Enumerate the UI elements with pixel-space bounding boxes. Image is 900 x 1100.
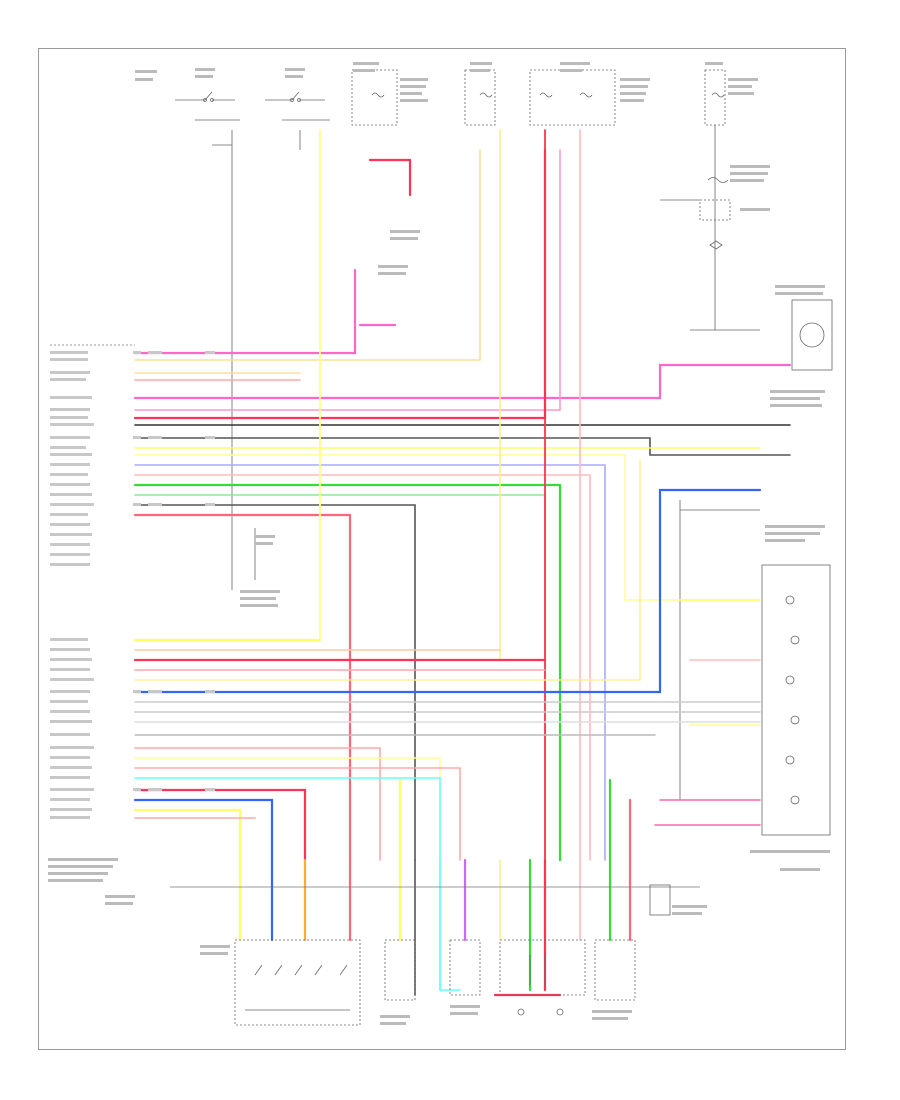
pin-labels-upper bbox=[50, 351, 94, 819]
pin-numbers bbox=[133, 351, 215, 791]
wires bbox=[133, 129, 792, 997]
bottom-components bbox=[234, 884, 671, 1026]
connector-separator bbox=[50, 344, 700, 888]
diagram-frame bbox=[38, 48, 846, 1050]
top-components bbox=[175, 69, 726, 126]
right-relay-area bbox=[660, 125, 833, 836]
illegible-label-marks bbox=[48, 62, 830, 1025]
